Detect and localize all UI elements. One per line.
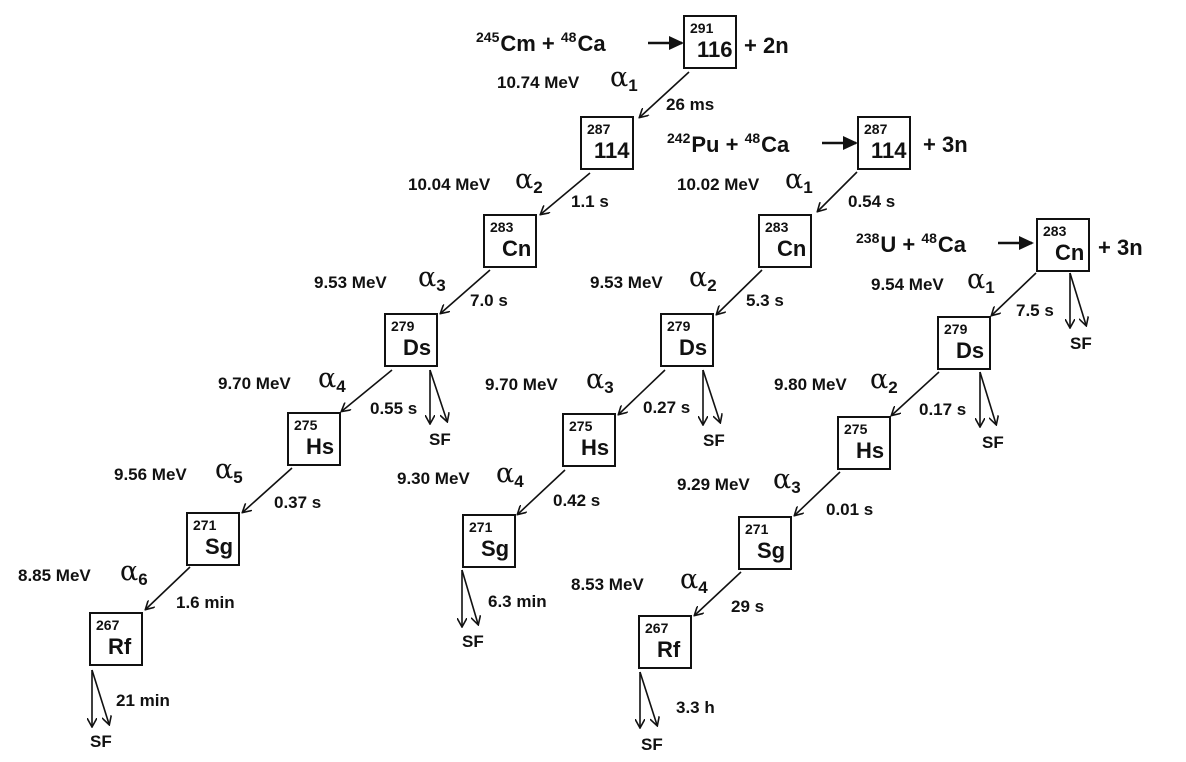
half-life: 0.54 s xyxy=(848,192,896,211)
spontaneous-fission: SF xyxy=(90,732,112,751)
spontaneous-fission: SF xyxy=(641,735,663,754)
alpha-energy: 9.80 MeV xyxy=(774,375,847,394)
half-life: 21 min xyxy=(116,691,170,710)
half-life: 0.17 s xyxy=(919,400,967,419)
decay-arrow xyxy=(342,369,393,411)
fission-arrow xyxy=(429,369,447,421)
decay-arrow xyxy=(695,571,742,615)
half-life: 26 ms xyxy=(666,95,715,114)
alpha-energy: 8.53 MeV xyxy=(571,575,644,594)
alpha-symbol: α4 xyxy=(680,564,708,597)
alpha-symbol: α3 xyxy=(418,262,446,295)
spontaneous-fission: SF xyxy=(429,430,451,449)
fission-arrow xyxy=(91,669,109,724)
decay-arrow xyxy=(541,172,591,214)
alpha-symbol: α1 xyxy=(610,62,638,95)
half-life: 0.27 s xyxy=(643,398,691,417)
spontaneous-fission: SF xyxy=(982,433,1004,452)
alpha-symbol: α2 xyxy=(515,164,543,197)
alpha-energy: 10.02 MeV xyxy=(677,175,760,194)
decay-arrow xyxy=(441,269,491,313)
alpha-energy: 10.04 MeV xyxy=(408,175,491,194)
decay-arrow xyxy=(717,269,763,314)
alpha-symbol: α3 xyxy=(773,464,801,497)
neutron-yield: + 3n xyxy=(1098,235,1143,260)
fission-arrow xyxy=(979,371,996,424)
alpha-energy: 9.29 MeV xyxy=(677,475,750,494)
decay-arrow xyxy=(992,272,1037,315)
alpha-symbol: α5 xyxy=(215,454,243,487)
half-life: 0.42 s xyxy=(553,491,601,510)
spontaneous-fission: SF xyxy=(703,431,725,450)
decay-arrow xyxy=(619,369,666,414)
alpha-energy: 9.53 MeV xyxy=(590,273,663,292)
decay-arrow xyxy=(818,171,858,211)
alpha-energy: 9.53 MeV xyxy=(314,273,387,292)
half-life: 29 s xyxy=(731,597,765,616)
alpha-symbol: α4 xyxy=(318,363,346,396)
alpha-symbol: α4 xyxy=(496,458,524,491)
decay-arrow xyxy=(146,566,191,609)
half-life: 7.0 s xyxy=(470,291,508,310)
spontaneous-fission: SF xyxy=(462,632,484,651)
alpha-energy: 9.70 MeV xyxy=(485,375,558,394)
decay-arrow xyxy=(518,469,566,514)
alpha-symbol: α6 xyxy=(120,556,148,589)
reaction-equation-u: 238U + 48Ca xyxy=(856,230,967,257)
alpha-symbol: α2 xyxy=(870,364,898,397)
alpha-symbol: α1 xyxy=(785,164,813,197)
alpha-energy: 9.70 MeV xyxy=(218,374,291,393)
neutron-yield: + 2n xyxy=(744,33,789,58)
half-life: 1.6 min xyxy=(176,593,235,612)
fission-arrow xyxy=(702,369,720,422)
half-life: 6.3 min xyxy=(488,592,547,611)
decay-arrow xyxy=(243,467,293,512)
reaction-equation-cm: 245Cm + 48Ca xyxy=(476,29,606,56)
alpha-symbol: α2 xyxy=(689,262,717,295)
half-life: 3.3 h xyxy=(676,698,715,717)
neutron-yield: + 3n xyxy=(923,132,968,157)
decay-arrow xyxy=(640,71,690,117)
alpha-energy: 9.54 MeV xyxy=(871,275,944,294)
reaction-equation-pu: 242Pu + 48Ca xyxy=(667,130,790,157)
half-life: 1.1 s xyxy=(571,192,609,211)
half-life: 0.01 s xyxy=(826,500,874,519)
fission-arrow xyxy=(639,671,657,725)
fission-arrow xyxy=(461,569,478,624)
half-life: 5.3 s xyxy=(746,291,784,310)
decay-arrow xyxy=(892,371,940,415)
half-life: 7.5 s xyxy=(1016,301,1054,320)
alpha-symbol: α1 xyxy=(967,264,995,297)
alpha-energy: 9.30 MeV xyxy=(397,469,470,488)
half-life: 0.37 s xyxy=(274,493,322,512)
spontaneous-fission: SF xyxy=(1070,334,1092,353)
alpha-energy: 10.74 MeV xyxy=(497,73,580,92)
alpha-symbol: α3 xyxy=(586,364,614,397)
fission-arrow xyxy=(1069,272,1086,325)
alpha-energy: 8.85 MeV xyxy=(18,566,91,585)
alpha-energy: 9.56 MeV xyxy=(114,465,187,484)
decay-arrow xyxy=(795,471,841,515)
half-life: 0.55 s xyxy=(370,399,418,418)
